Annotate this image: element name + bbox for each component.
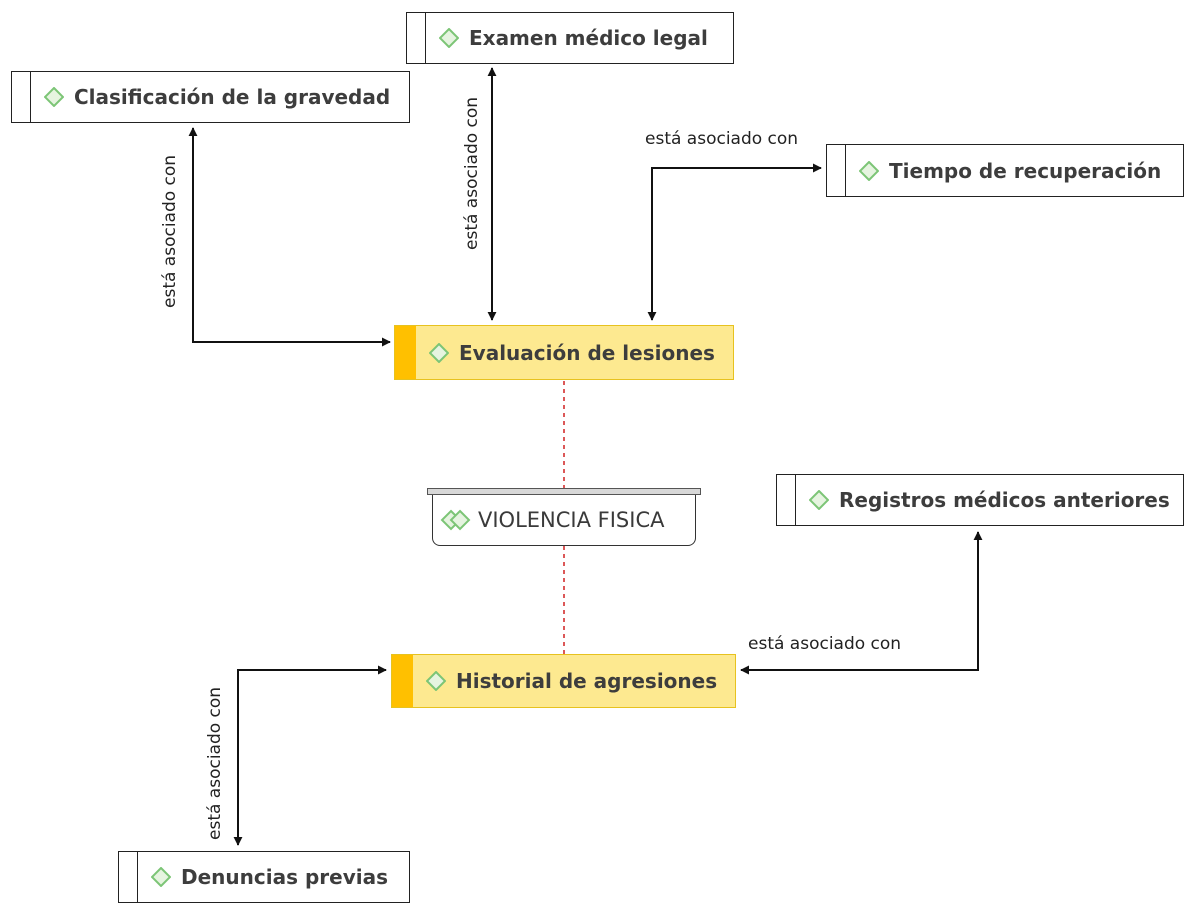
node-examen-medico-legal[interactable]: Examen médico legal [406, 12, 734, 64]
diamond-icon [44, 87, 64, 107]
category-label: VIOLENCIA FISICA [478, 508, 665, 532]
diamond-icon [859, 160, 879, 181]
node-denuncias-previas[interactable]: Denuncias previas [118, 851, 410, 903]
node-clasificacion-gravedad[interactable]: Clasificación de la gravedad [11, 71, 410, 123]
node-stripe [395, 326, 416, 379]
node-label: Clasificación de la gravedad [74, 85, 391, 109]
double-diamond-icon [440, 509, 471, 531]
node-label: Tiempo de recuperación [889, 158, 1162, 183]
node-tiempo-recuperacion[interactable]: Tiempo de recuperación [826, 144, 1184, 197]
node-label: Evaluación de lesiones [459, 340, 715, 365]
category-violencia-fisica[interactable]: VIOLENCIA FISICA [427, 488, 701, 548]
relation-label: está asociado con [205, 686, 225, 840]
node-stripe [12, 72, 31, 122]
node-historial-agresiones[interactable]: Historial de agresiones [391, 654, 736, 708]
node-label: Registros médicos anteriores [839, 488, 1170, 512]
relation-label: está asociado con [748, 634, 902, 654]
node-stripe [407, 13, 426, 63]
node-stripe [119, 852, 138, 902]
node-stripe [827, 145, 846, 196]
node-label: Examen médico legal [469, 26, 708, 50]
diamond-icon [429, 342, 449, 363]
diamond-icon [151, 867, 171, 887]
node-registros-medicos[interactable]: Registros médicos anteriores [776, 474, 1184, 526]
connector-evaluacion-tiempo [647, 163, 822, 321]
connector-historial-denuncias [233, 665, 387, 846]
relation-label: está asociado con [645, 129, 799, 149]
node-label: Denuncias previas [181, 865, 388, 889]
relation-label: está asociado con [462, 96, 482, 250]
category-body: VIOLENCIA FISICA [432, 495, 696, 546]
connector-historial-registros [740, 531, 983, 675]
diamond-icon [439, 28, 459, 48]
diamond-icon [426, 671, 446, 691]
node-label: Historial de agresiones [456, 669, 718, 693]
category-lid [427, 488, 701, 495]
relation-label: está asociado con [160, 154, 180, 308]
node-evaluacion-lesiones[interactable]: Evaluación de lesiones [394, 325, 734, 380]
connector-evaluacion-clasificacion [188, 127, 391, 347]
node-stripe [777, 475, 796, 525]
diamond-icon [809, 490, 829, 510]
node-stripe [392, 655, 413, 707]
